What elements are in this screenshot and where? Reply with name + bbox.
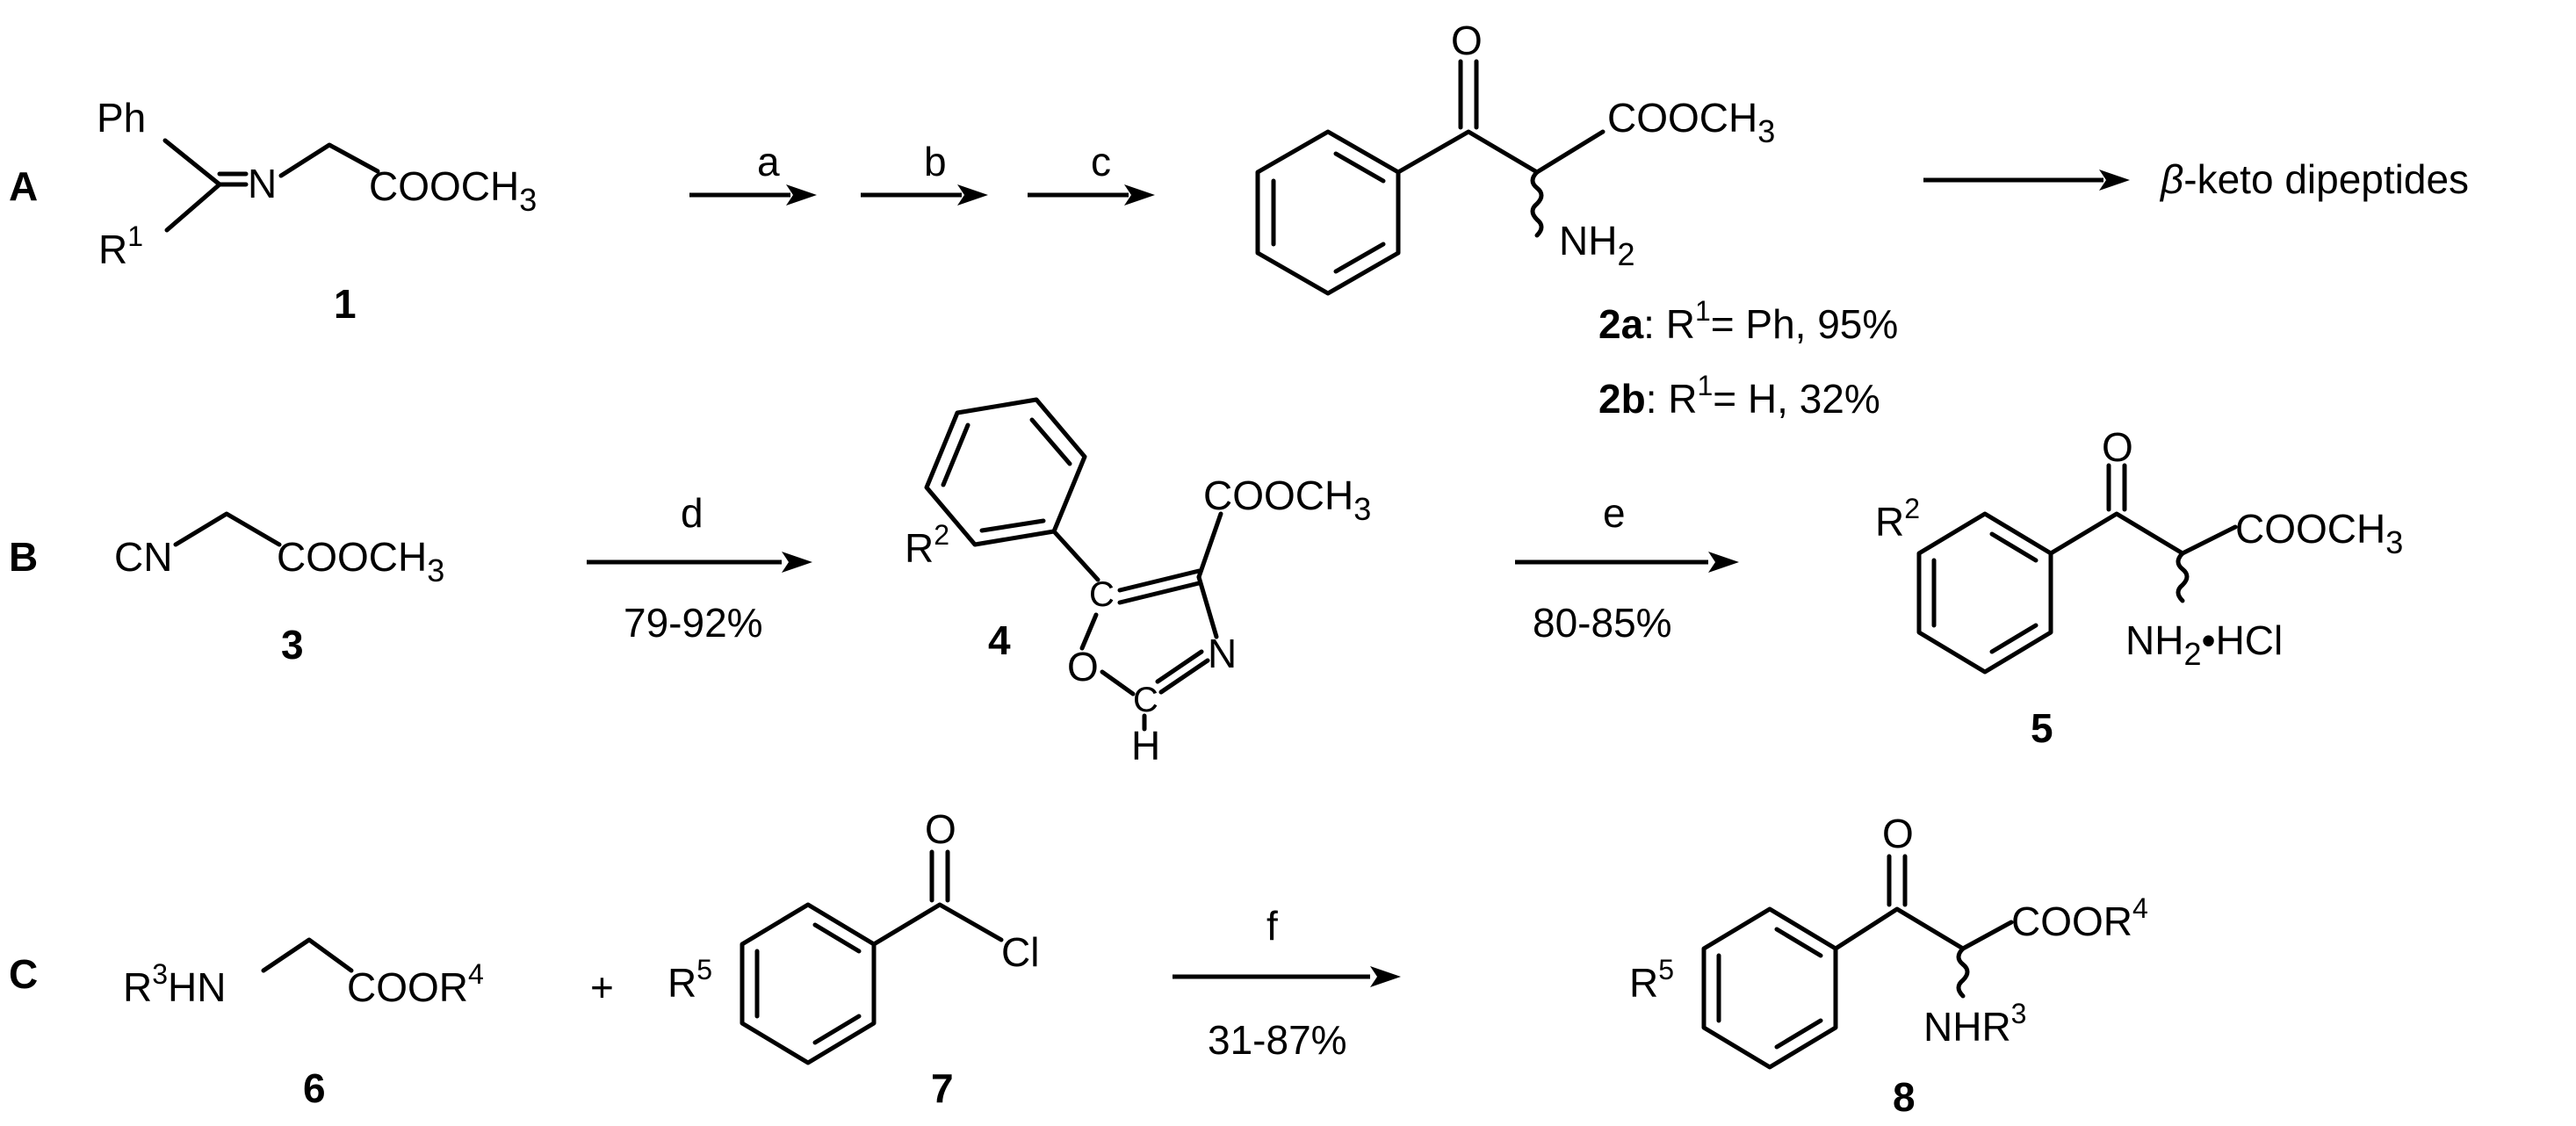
steps-abc: a b c — [689, 139, 1155, 206]
ring-o-label: O — [1067, 644, 1099, 689]
oxo-label: O — [1882, 811, 1914, 856]
compound-number-7: 7 — [931, 1065, 954, 1111]
ester-label: COOCH3 — [1203, 473, 1371, 527]
compound-8: R5 O COOR4 NHR3 8 — [1629, 811, 2148, 1120]
oxo-label: O — [1451, 18, 1483, 63]
compound-number-5: 5 — [2031, 705, 2053, 751]
isocyanide-label: CN — [114, 534, 172, 580]
chloride-label: Cl — [1001, 929, 1039, 975]
compound-7: R5 O Cl 7 — [667, 806, 1039, 1111]
ph-label: Ph — [97, 95, 146, 141]
compound-2: O COOCH3 NH2 — [1255, 18, 1775, 296]
step-e-label: e — [1603, 490, 1626, 536]
final-product-label: β-keto dipeptides — [2159, 156, 2469, 202]
step-a-label: a — [757, 139, 780, 184]
step-c-label: c — [1091, 139, 1111, 184]
step-f: f 31-87% — [1173, 903, 1401, 1063]
step-e-yield: 80-85% — [1533, 600, 1672, 646]
row-label-c: C — [9, 951, 38, 997]
step-d: d 79-92% — [587, 490, 812, 646]
ester-label: COOR4 — [347, 958, 484, 1010]
ester-label: COOCH3 — [369, 163, 537, 218]
compound-1: Ph N COOCH3 R1 1 — [97, 95, 537, 327]
compound-6: R3HN COOR4 6 — [123, 937, 484, 1111]
step-e: e 80-85% — [1515, 490, 1739, 646]
yield-2b: 2b: R1= H, 32% — [1598, 370, 1880, 422]
step-d-label: d — [681, 490, 704, 536]
r2-label: R2 — [905, 519, 949, 571]
plus-sign: + — [590, 964, 614, 1010]
r1-label: R1 — [98, 220, 143, 272]
amine-label: NH2 — [1559, 218, 1634, 272]
ester-label: COOCH3 — [277, 534, 444, 588]
compound-number-3: 3 — [281, 622, 304, 668]
compound-5: R2 O COOCH3 NH2•HCl 5 — [1875, 424, 2403, 751]
compound-number-8: 8 — [1893, 1074, 1916, 1120]
compound-3: CN COOCH3 3 — [114, 511, 444, 668]
amine-label: NHR3 — [1923, 998, 2026, 1050]
ring-c2-label: C — [1133, 681, 1158, 719]
oxo-label: O — [925, 806, 956, 852]
imine-n: N — [248, 161, 277, 206]
ring-c5-label: C — [1089, 575, 1115, 614]
step-f-yield: 31-87% — [1208, 1017, 1347, 1063]
amine-label: R3HN — [123, 958, 226, 1010]
ester-label: COOCH3 — [1607, 95, 1775, 149]
r2-label: R2 — [1875, 493, 1920, 545]
r5-label: R5 — [1629, 954, 1674, 1006]
step-d-yield: 79-92% — [624, 600, 763, 646]
amine-salt-label: NH2•HCl — [2125, 617, 2283, 672]
step-f-label: f — [1266, 903, 1278, 949]
ester-label: COOR4 — [2011, 892, 2148, 944]
ring-n-label: N — [1208, 631, 1237, 676]
r5-label: R5 — [667, 954, 712, 1006]
row-label-a: A — [9, 163, 38, 209]
compound-number-1: 1 — [334, 281, 357, 327]
row-label-b: B — [9, 534, 38, 580]
ring-h-label: H — [1131, 723, 1160, 769]
ester-label: COOCH3 — [2235, 506, 2403, 560]
compound-number-6: 6 — [303, 1065, 326, 1111]
step-b-label: b — [924, 139, 947, 184]
compound-4: R2 C COOCH3 N O C H 4 — [905, 397, 1371, 769]
yield-2a: 2a: R1= Ph, 95% — [1598, 295, 1898, 347]
oxo-label: O — [2102, 424, 2133, 470]
compound-number-4: 4 — [988, 617, 1011, 663]
